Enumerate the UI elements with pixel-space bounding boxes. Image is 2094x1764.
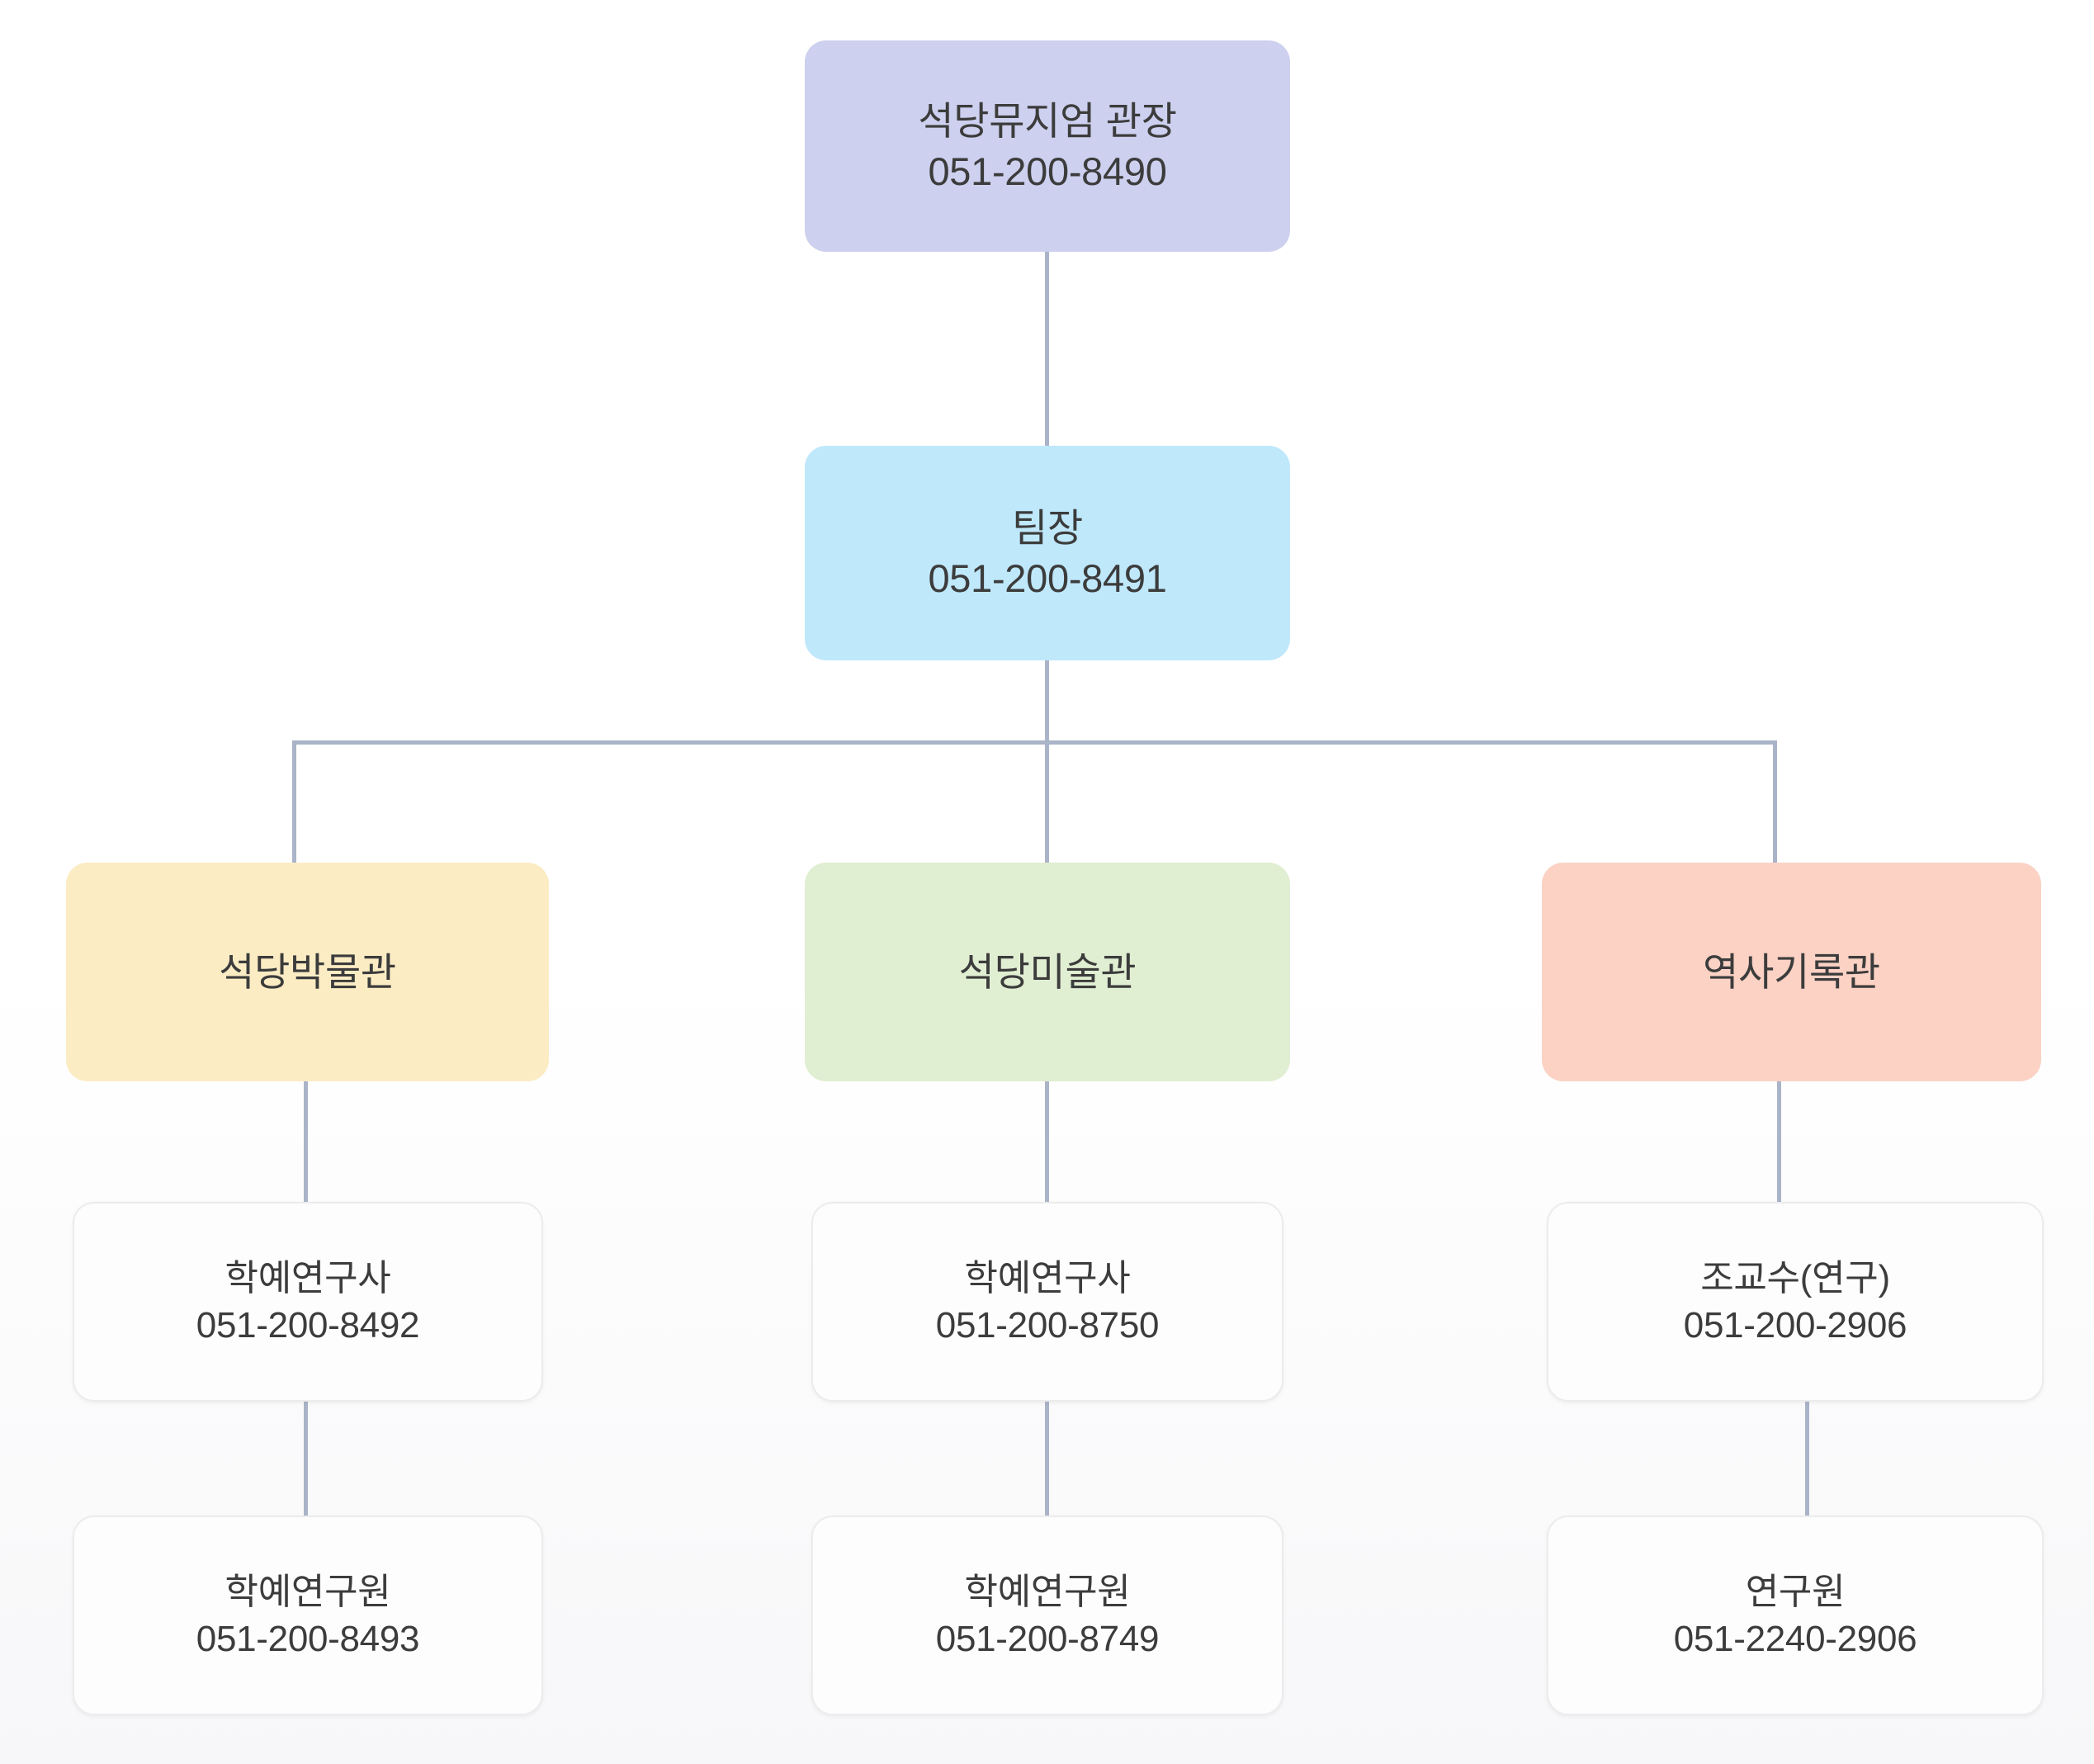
connector-team-lead-drop (1045, 660, 1049, 744)
node-archive-prof[interactable]: 조교수(연구) 051-200-2906 (1547, 1202, 2044, 1402)
node-archive-researcher-phone: 051-2240-2906 (1673, 1619, 1917, 1659)
node-director-phone: 051-200-8490 (928, 149, 1167, 193)
node-museum-researcher-phone: 051-200-8493 (196, 1619, 420, 1659)
node-museum-curator-title: 학예연구사 (225, 1257, 391, 1298)
node-archive-title: 역사기록관 (1703, 949, 1880, 994)
node-museum[interactable]: 석당박물관 (66, 863, 549, 1081)
node-archive[interactable]: 역사기록관 (1542, 863, 2041, 1081)
node-museum-curator-phone: 051-200-8492 (196, 1305, 420, 1345)
node-director[interactable]: 석당뮤지엄 관장 051-200-8490 (805, 40, 1290, 252)
connector-art-curator-to-researcher (1045, 1402, 1049, 1516)
node-archive-researcher-title: 연구원 (1745, 1571, 1846, 1612)
node-art-researcher-phone: 051-200-8749 (935, 1619, 1160, 1659)
node-director-title: 석당뮤지엄 관장 (918, 98, 1177, 143)
connector-drop-museum (292, 740, 296, 864)
node-art-researcher-title: 학예연구원 (964, 1571, 1131, 1612)
node-team-lead[interactable]: 팀장 051-200-8491 (805, 446, 1290, 660)
node-art-museum-title: 석당미술관 (958, 949, 1137, 994)
node-archive-prof-title: 조교수(연구) (1700, 1257, 1890, 1298)
connector-curator-to-researcher (304, 1402, 308, 1516)
node-museum-researcher[interactable]: 학예연구원 051-200-8493 (73, 1516, 543, 1715)
node-art-curator-phone: 051-200-8750 (935, 1305, 1160, 1345)
connector-art-museum-to-curator (1045, 1081, 1049, 1202)
node-museum-researcher-title: 학예연구원 (225, 1571, 391, 1612)
connector-archive-to-prof (1777, 1081, 1781, 1202)
connector-prof-to-researcher (1805, 1402, 1809, 1516)
node-museum-title: 석당박물관 (219, 949, 396, 994)
connector-department-bus (292, 740, 1777, 745)
connector-museum-to-curator (304, 1081, 308, 1202)
node-art-researcher[interactable]: 학예연구원 051-200-8749 (811, 1516, 1283, 1715)
node-archive-researcher[interactable]: 연구원 051-2240-2906 (1547, 1516, 2044, 1715)
connector-director-to-team-lead (1045, 252, 1049, 447)
connector-drop-archive (1773, 740, 1777, 864)
node-art-curator-title: 학예연구사 (964, 1257, 1131, 1298)
node-art-museum[interactable]: 석당미술관 (805, 863, 1290, 1081)
connector-drop-art-museum (1045, 740, 1049, 864)
node-team-lead-phone: 051-200-8491 (928, 556, 1167, 600)
node-archive-prof-phone: 051-200-2906 (1683, 1305, 1907, 1345)
node-art-curator[interactable]: 학예연구사 051-200-8750 (811, 1202, 1283, 1402)
node-team-lead-title: 팀장 (1012, 505, 1083, 550)
node-museum-curator[interactable]: 학예연구사 051-200-8492 (73, 1202, 543, 1402)
